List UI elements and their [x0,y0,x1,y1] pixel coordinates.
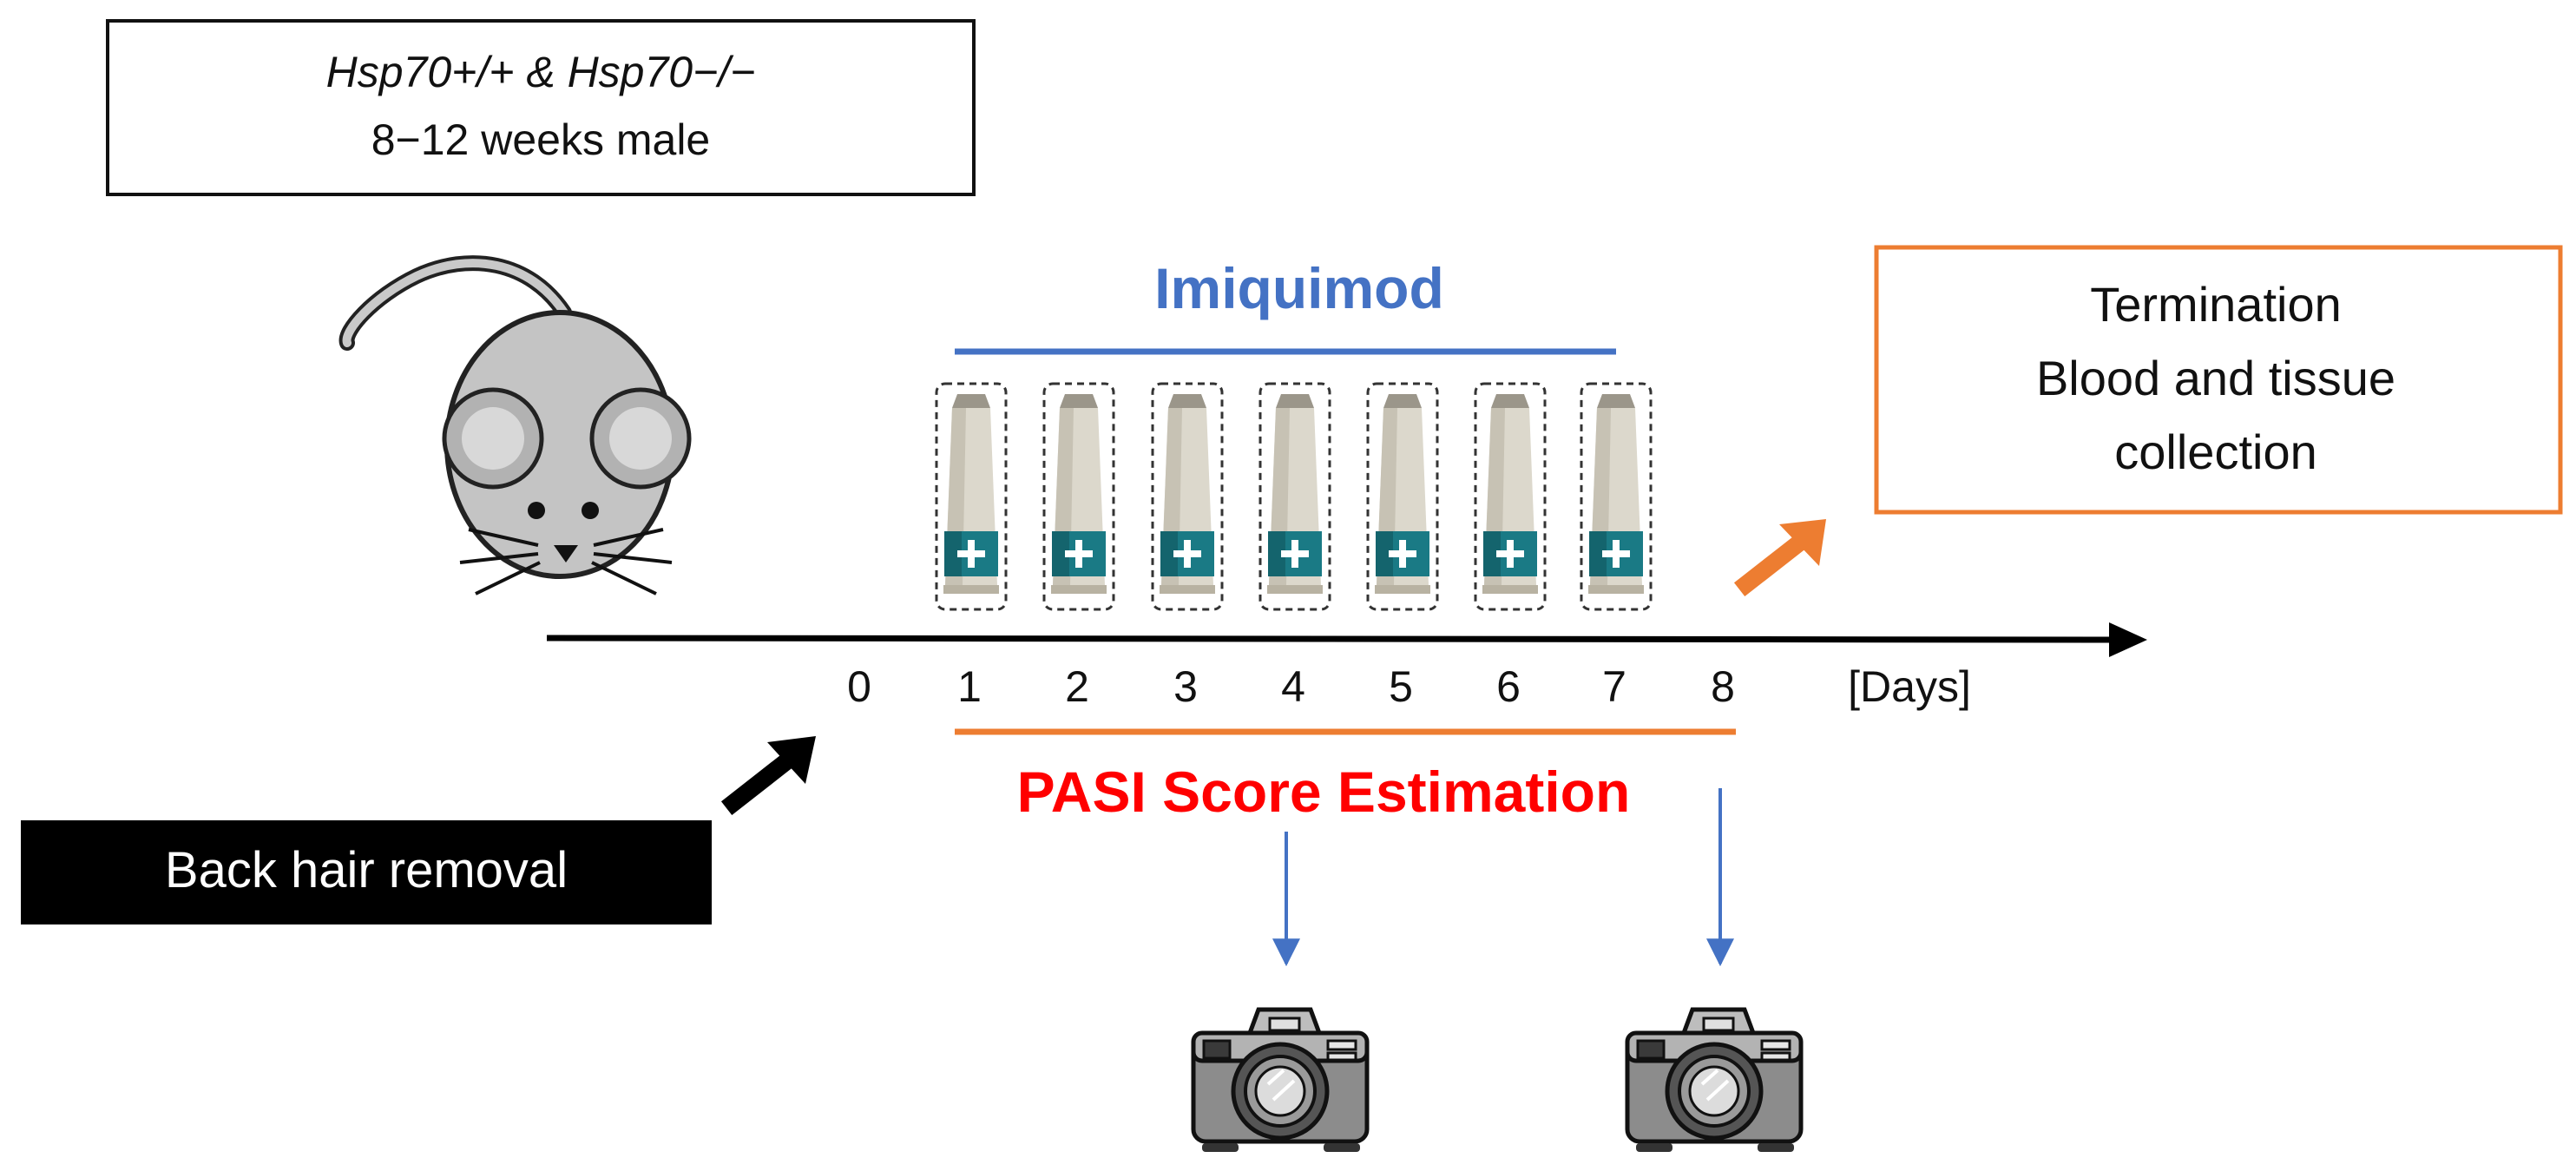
termination-line-3: collection [2114,424,2316,479]
camera-icon [1627,1010,1801,1152]
mouse-icon [338,255,692,595]
ointment-tube-icon [1258,382,1331,611]
tube-row [935,382,1653,611]
tick-label: 4 [1281,662,1305,711]
termination-line-2: Blood and tissue [2036,351,2395,405]
ointment-tube-icon [1042,382,1115,611]
hair-removal-box: Back hair removal [21,820,712,924]
imiquimod-label: Imiquimod [1154,256,1444,320]
genotype-label: Hsp70+/+ & Hsp70−/− [326,48,756,96]
time-axis [546,635,2110,643]
ointment-tube-icon [1151,382,1224,611]
tick-label: 8 [1711,662,1735,711]
tick-label: 1 [957,662,982,711]
tick-label: 5 [1389,662,1413,711]
hair-removal-arrow-icon [720,736,816,816]
camera-icon [1193,1010,1367,1152]
termination-box: Termination Blood and tissue collection [1874,245,2563,515]
time-axis-arrowhead-icon [2109,622,2147,657]
tick-label: 6 [1496,662,1521,711]
tick-label: 7 [1602,662,1626,711]
axis-unit-label: [Days] [1848,662,1971,711]
hair-removal-label: Back hair removal [165,842,568,898]
tick-label: 2 [1065,662,1089,711]
mice-info-box: Hsp70+/+ & Hsp70−/− 8−12 weeks male [106,19,976,196]
tick-label: 3 [1173,662,1198,711]
ointment-tube-icon [1580,382,1653,611]
ointment-tube-icon [935,382,1008,611]
tick-label: 0 [847,662,871,711]
ointment-tube-icon [1366,382,1439,611]
termination-line-1: Termination [2090,277,2341,332]
pasi-label: PASI Score Estimation [1017,760,1631,824]
age-sex-label: 8−12 weeks male [371,115,711,164]
termination-arrow-icon [1733,519,1826,597]
day-ticks: 0 1 2 3 4 5 6 7 8 [Days] [847,662,1971,711]
ointment-tube-icon [1474,382,1547,611]
